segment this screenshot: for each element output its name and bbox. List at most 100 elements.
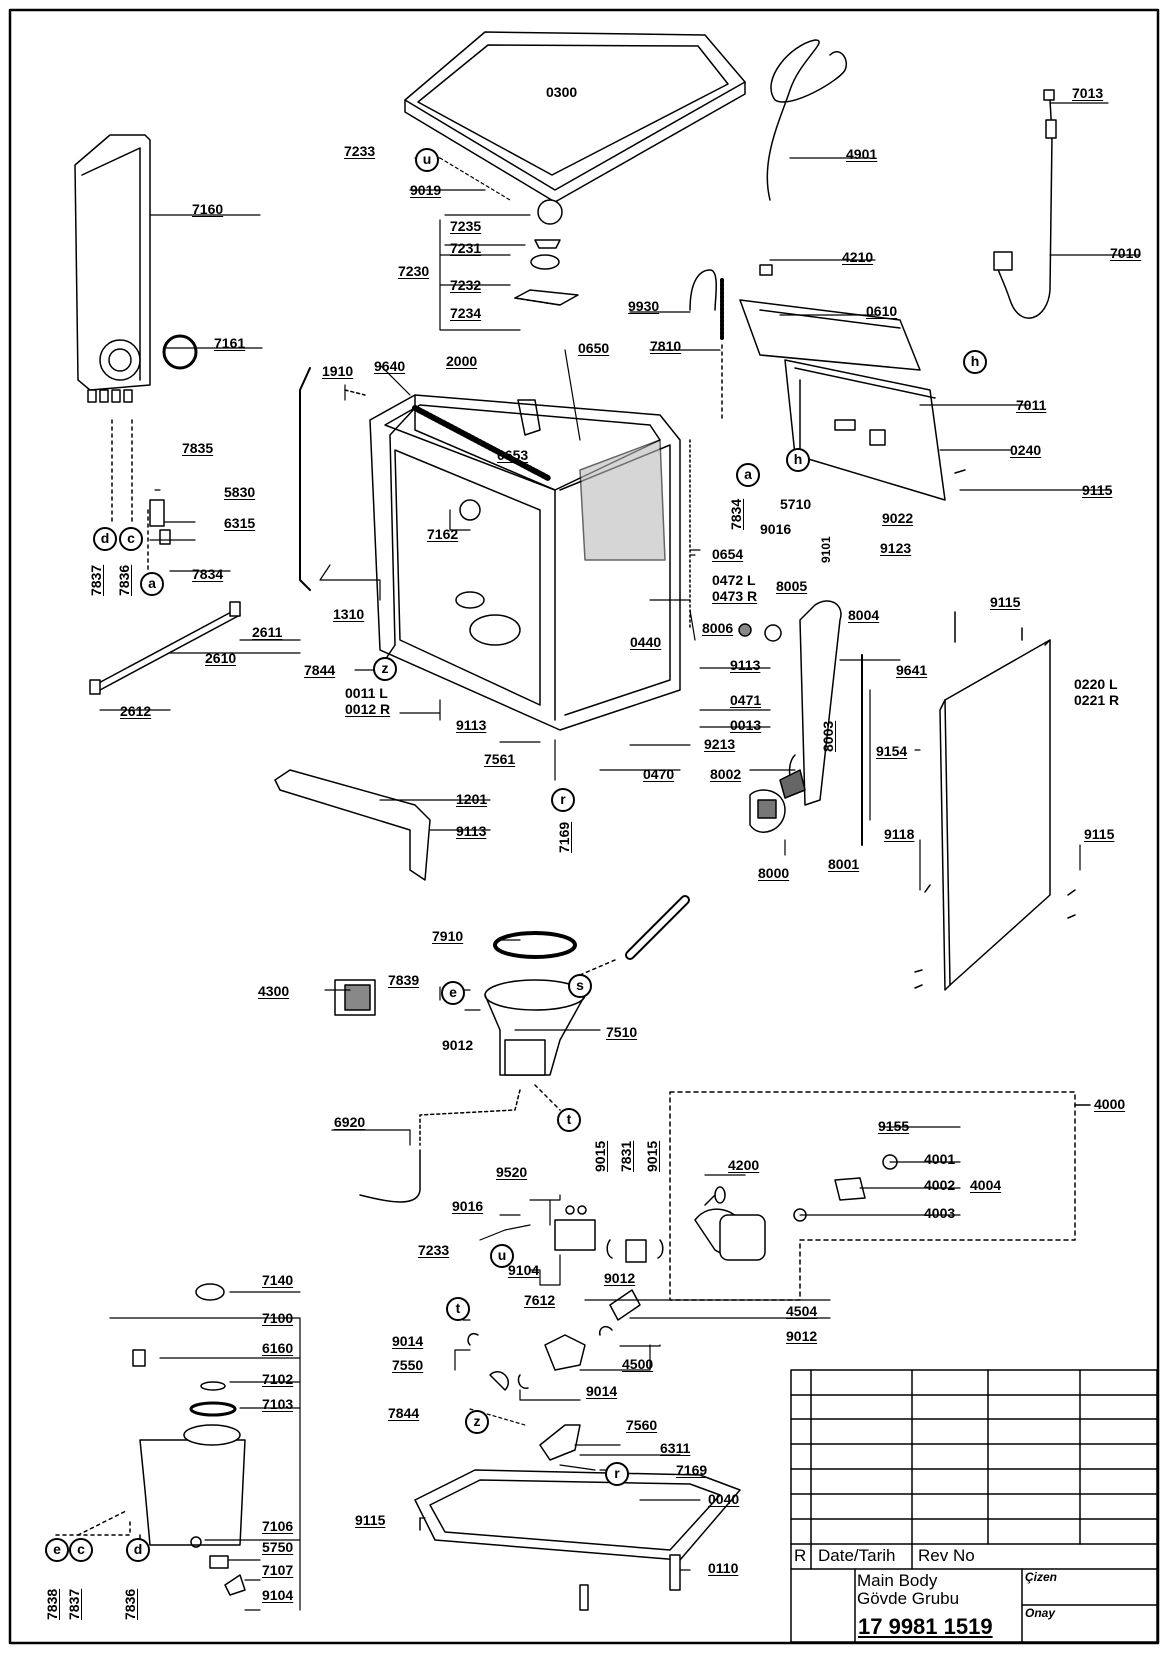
label-7107: 7107: [262, 1562, 294, 1578]
label-2612: 2612: [120, 703, 152, 719]
support-1201: [274, 769, 431, 881]
title-block-title-tr: Gövde Grubu: [857, 1589, 960, 1608]
clip-4210: [759, 264, 773, 276]
label-2611: 2611: [252, 624, 283, 640]
label-7550: 7550: [392, 1357, 424, 1373]
label-7103: 7103: [262, 1396, 294, 1412]
callout-h-cord: h: [963, 350, 987, 374]
label-1310: 1310: [333, 606, 365, 622]
label-9113-a: 9113: [730, 657, 761, 673]
title-block-date-header: Date/Tarih: [818, 1546, 896, 1565]
label-9015-a: 9015: [592, 1140, 608, 1172]
label-1201: 1201: [456, 791, 488, 807]
label-9155: 9155: [878, 1118, 910, 1134]
label-7835: 7835: [182, 440, 214, 456]
circulation-pump-4200: [694, 1186, 766, 1261]
label-7231: 7231: [450, 240, 482, 256]
label-7169-lower: 7169: [676, 1462, 708, 1478]
label-7102: 7102: [262, 1371, 294, 1387]
label-7561: 7561: [484, 751, 516, 767]
sump-7510: [484, 931, 586, 1076]
label-4300: 4300: [258, 983, 290, 999]
label-7011: 7011: [1016, 397, 1047, 413]
label-4210: 4210: [842, 249, 874, 265]
label-4500: 4500: [622, 1356, 654, 1372]
label-9213: 9213: [704, 736, 736, 752]
label-0012: 0012 R: [345, 701, 391, 717]
label-7560: 7560: [626, 1417, 658, 1433]
callout-u-lower: u: [490, 1244, 514, 1268]
label-9104-softener: 9104: [262, 1587, 294, 1603]
label-6920: 6920: [334, 1114, 366, 1130]
label-9113-b: 9113: [456, 717, 487, 733]
label-4004: 4004: [970, 1177, 1002, 1193]
label-0654: 0654: [712, 546, 744, 562]
hose-7831: [625, 1239, 647, 1263]
label-7169-upper: 7169: [556, 821, 572, 853]
title-block-rev-header: Rev No: [918, 1546, 975, 1565]
label-9014-mid: 9014: [586, 1383, 618, 1399]
label-9115-door-top: 9115: [990, 594, 1021, 610]
callout-s: s: [568, 974, 592, 998]
label-9520: 9520: [496, 1164, 528, 1180]
label-7834-rear: 7834: [728, 498, 744, 530]
label-9101: 9101: [819, 536, 833, 563]
label-7834-left: 7834: [192, 566, 224, 582]
label-9115-base: 9115: [355, 1512, 386, 1528]
label-0471: 0471: [730, 692, 762, 708]
label-7234: 7234: [450, 305, 482, 321]
label-7910: 7910: [432, 928, 464, 944]
label-4200: 4200: [728, 1157, 760, 1173]
label-9154: 9154: [876, 743, 908, 759]
side-panel-7160: [74, 134, 198, 403]
label-7161: 7161: [214, 335, 246, 351]
pump-8000: [749, 789, 786, 833]
label-4002: 4002: [924, 1177, 956, 1193]
top-cover-0300: [404, 31, 746, 203]
label-8001: 8001: [828, 856, 860, 872]
label-5710: 5710: [780, 496, 812, 512]
label-9115-door-right: 9115: [1084, 826, 1115, 842]
label-9930: 9930: [628, 298, 660, 314]
label-9012-valve: 9012: [604, 1270, 636, 1286]
label-0110: 0110: [708, 1560, 739, 1576]
label-0040: 0040: [708, 1491, 740, 1507]
label-7837-lower: 7837: [66, 1588, 82, 1620]
label-0440: 0440: [630, 634, 662, 650]
label-6311: 6311: [660, 1440, 691, 1456]
callout-c-lower: c: [69, 1538, 93, 1562]
label-9012-hose: 9012: [786, 1328, 818, 1344]
label-4003: 4003: [924, 1205, 956, 1221]
label-6160: 6160: [262, 1340, 294, 1356]
label-7160: 7160: [192, 201, 224, 217]
label-1910: 1910: [322, 363, 354, 379]
base-0040: [414, 1469, 741, 1561]
callout-h-rear: h: [786, 448, 810, 472]
label-7140: 7140: [262, 1272, 294, 1288]
label-0013: 0013: [730, 717, 762, 733]
panel-0610: [739, 299, 921, 371]
label-7013: 7013: [1072, 85, 1104, 101]
label-8005: 8005: [776, 578, 808, 594]
connector-4500: [544, 1334, 586, 1371]
label-0472: 0472 L: [712, 572, 756, 588]
label-2610: 2610: [205, 650, 237, 666]
title-block-title-en: Main Body: [857, 1571, 938, 1590]
label-5830: 5830: [224, 484, 256, 500]
label-7230: 7230: [398, 263, 430, 279]
label-9115-rear: 9115: [1082, 482, 1113, 498]
part-6315: [159, 529, 171, 545]
sheet-border: [8, 8, 1160, 1645]
hose-4504: [609, 1289, 641, 1321]
callout-t-upper: t: [557, 1108, 581, 1132]
title-block-grid: [790, 1369, 1158, 1643]
label-8006: 8006: [702, 620, 734, 636]
label-0220: 0220 L: [1074, 676, 1118, 692]
callout-r-upper: r: [551, 788, 575, 812]
label-5750: 5750: [262, 1539, 294, 1555]
label-7838: 7838: [44, 1588, 60, 1620]
label-7233-lower: 7233: [418, 1242, 450, 1258]
title-block-rev-letter: R: [794, 1546, 807, 1565]
